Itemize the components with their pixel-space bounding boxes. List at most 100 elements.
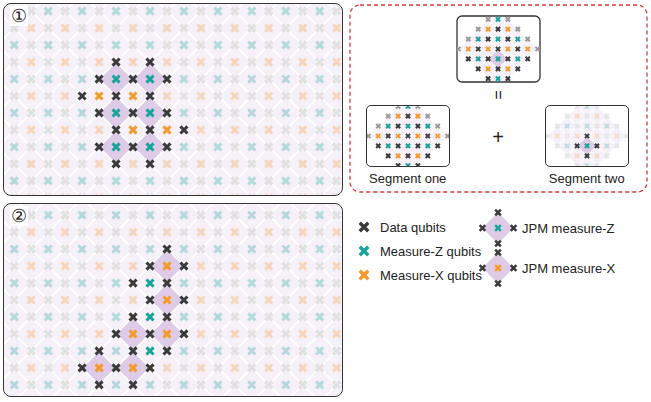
qubit-cross	[228, 21, 242, 35]
qubit-cross	[177, 378, 191, 392]
jpm-tile	[151, 284, 183, 316]
qubit-cross	[58, 276, 72, 290]
qubit-cross	[262, 361, 276, 375]
qubit-cross	[75, 242, 89, 256]
panel-number: ②	[10, 206, 28, 226]
qubit-cross	[330, 327, 342, 341]
qubit-cross	[75, 106, 89, 120]
qubit-cross	[7, 174, 21, 188]
qubit-cross	[92, 21, 106, 35]
qubit-cross	[24, 174, 38, 188]
qubit-cross	[160, 242, 174, 256]
jpm-tile	[33, 369, 64, 396]
qubit-cross	[211, 242, 225, 256]
legend-icon	[356, 243, 373, 260]
qubit-cross	[484, 74, 492, 82]
qubit-cross	[313, 174, 327, 188]
qubit-cross	[75, 276, 89, 290]
qubit-cross	[41, 344, 55, 358]
qubit-cross	[553, 132, 561, 140]
qubit-cross	[433, 142, 441, 150]
jpm-tile	[482, 252, 513, 283]
qubit-cross	[279, 259, 293, 273]
qubit-cross	[24, 123, 38, 137]
qubit-cross	[41, 276, 55, 290]
qubit-cross	[143, 259, 157, 273]
qubit-cross	[194, 378, 208, 392]
jpm-tile	[578, 157, 596, 166]
qubit-cross	[160, 276, 174, 290]
qubit-cross	[92, 106, 106, 120]
qubit-cross	[143, 204, 157, 205]
qubit-cross	[313, 123, 327, 137]
qubit-cross	[109, 55, 123, 69]
qubit-cross	[92, 310, 106, 324]
qubit-cross	[384, 132, 392, 140]
qubit-cross	[92, 4, 106, 18]
qubit-cross	[126, 293, 140, 307]
qubit-cross	[143, 4, 157, 18]
qubit-cross	[109, 140, 123, 154]
qubit-cross	[194, 276, 208, 290]
qubit-cross	[194, 89, 208, 103]
qubit-cross	[612, 142, 620, 150]
qubit-cross	[262, 38, 276, 52]
qubit-cross	[296, 361, 310, 375]
qubit-cross	[24, 38, 38, 52]
qubit-cross	[228, 208, 242, 222]
qubit-cross	[313, 140, 327, 154]
qubit-cross	[41, 327, 55, 341]
qubit-cross	[228, 361, 242, 375]
qubit-cross	[126, 344, 140, 358]
qubit-cross	[330, 21, 342, 35]
qubit-cross	[356, 219, 373, 236]
qubit-cross	[24, 89, 38, 103]
qubit-cross	[160, 140, 174, 154]
qubit-cross	[414, 122, 422, 130]
qubit-cross	[4, 204, 5, 205]
qubit-cross	[194, 72, 208, 86]
qubit-cross	[211, 106, 225, 120]
qubit-cross	[58, 327, 72, 341]
qubit-cross	[228, 157, 242, 171]
qubit-cross	[75, 225, 89, 239]
qubit-cross	[4, 4, 5, 18]
qubit-cross	[484, 35, 492, 43]
qubit-cross	[279, 204, 293, 205]
qubit-cross	[75, 140, 89, 154]
qubit-cross	[4, 191, 5, 195]
qubit-cross	[313, 157, 327, 171]
qubit-cross	[143, 89, 157, 103]
qubit-cross	[75, 38, 89, 52]
jpm-tile	[117, 352, 149, 384]
qubit-cross	[211, 55, 225, 69]
qubit-cross	[330, 123, 342, 137]
qubit-cross	[228, 38, 242, 52]
qubit-cross	[211, 208, 225, 222]
qubit-cross	[583, 122, 591, 130]
qubit-cross	[279, 106, 293, 120]
qubit-cross	[494, 65, 502, 73]
qubit-cross	[177, 225, 191, 239]
qubit-cross	[494, 55, 502, 63]
qubit-cross	[4, 106, 5, 120]
qubit-cross	[508, 262, 519, 273]
qubit-cross	[296, 310, 310, 324]
qubit-cross	[313, 72, 327, 86]
qubit-cross	[24, 378, 38, 392]
jpm-tile	[134, 63, 166, 95]
qubit-cross	[160, 123, 174, 137]
qubit-cross	[7, 89, 21, 103]
segment-label: Segment two	[549, 171, 625, 186]
qubit-cross	[126, 55, 140, 69]
qubit-cross	[58, 310, 72, 324]
qubit-cross	[92, 293, 106, 307]
qubit-cross	[296, 123, 310, 137]
qubit-cross	[177, 38, 191, 52]
qubit-cross	[313, 21, 327, 35]
qubit-cross	[228, 225, 242, 239]
qubit-cross	[508, 222, 519, 233]
qubit-cross	[143, 310, 157, 324]
jpm-tile	[219, 182, 250, 195]
qubit-cross	[41, 157, 55, 171]
